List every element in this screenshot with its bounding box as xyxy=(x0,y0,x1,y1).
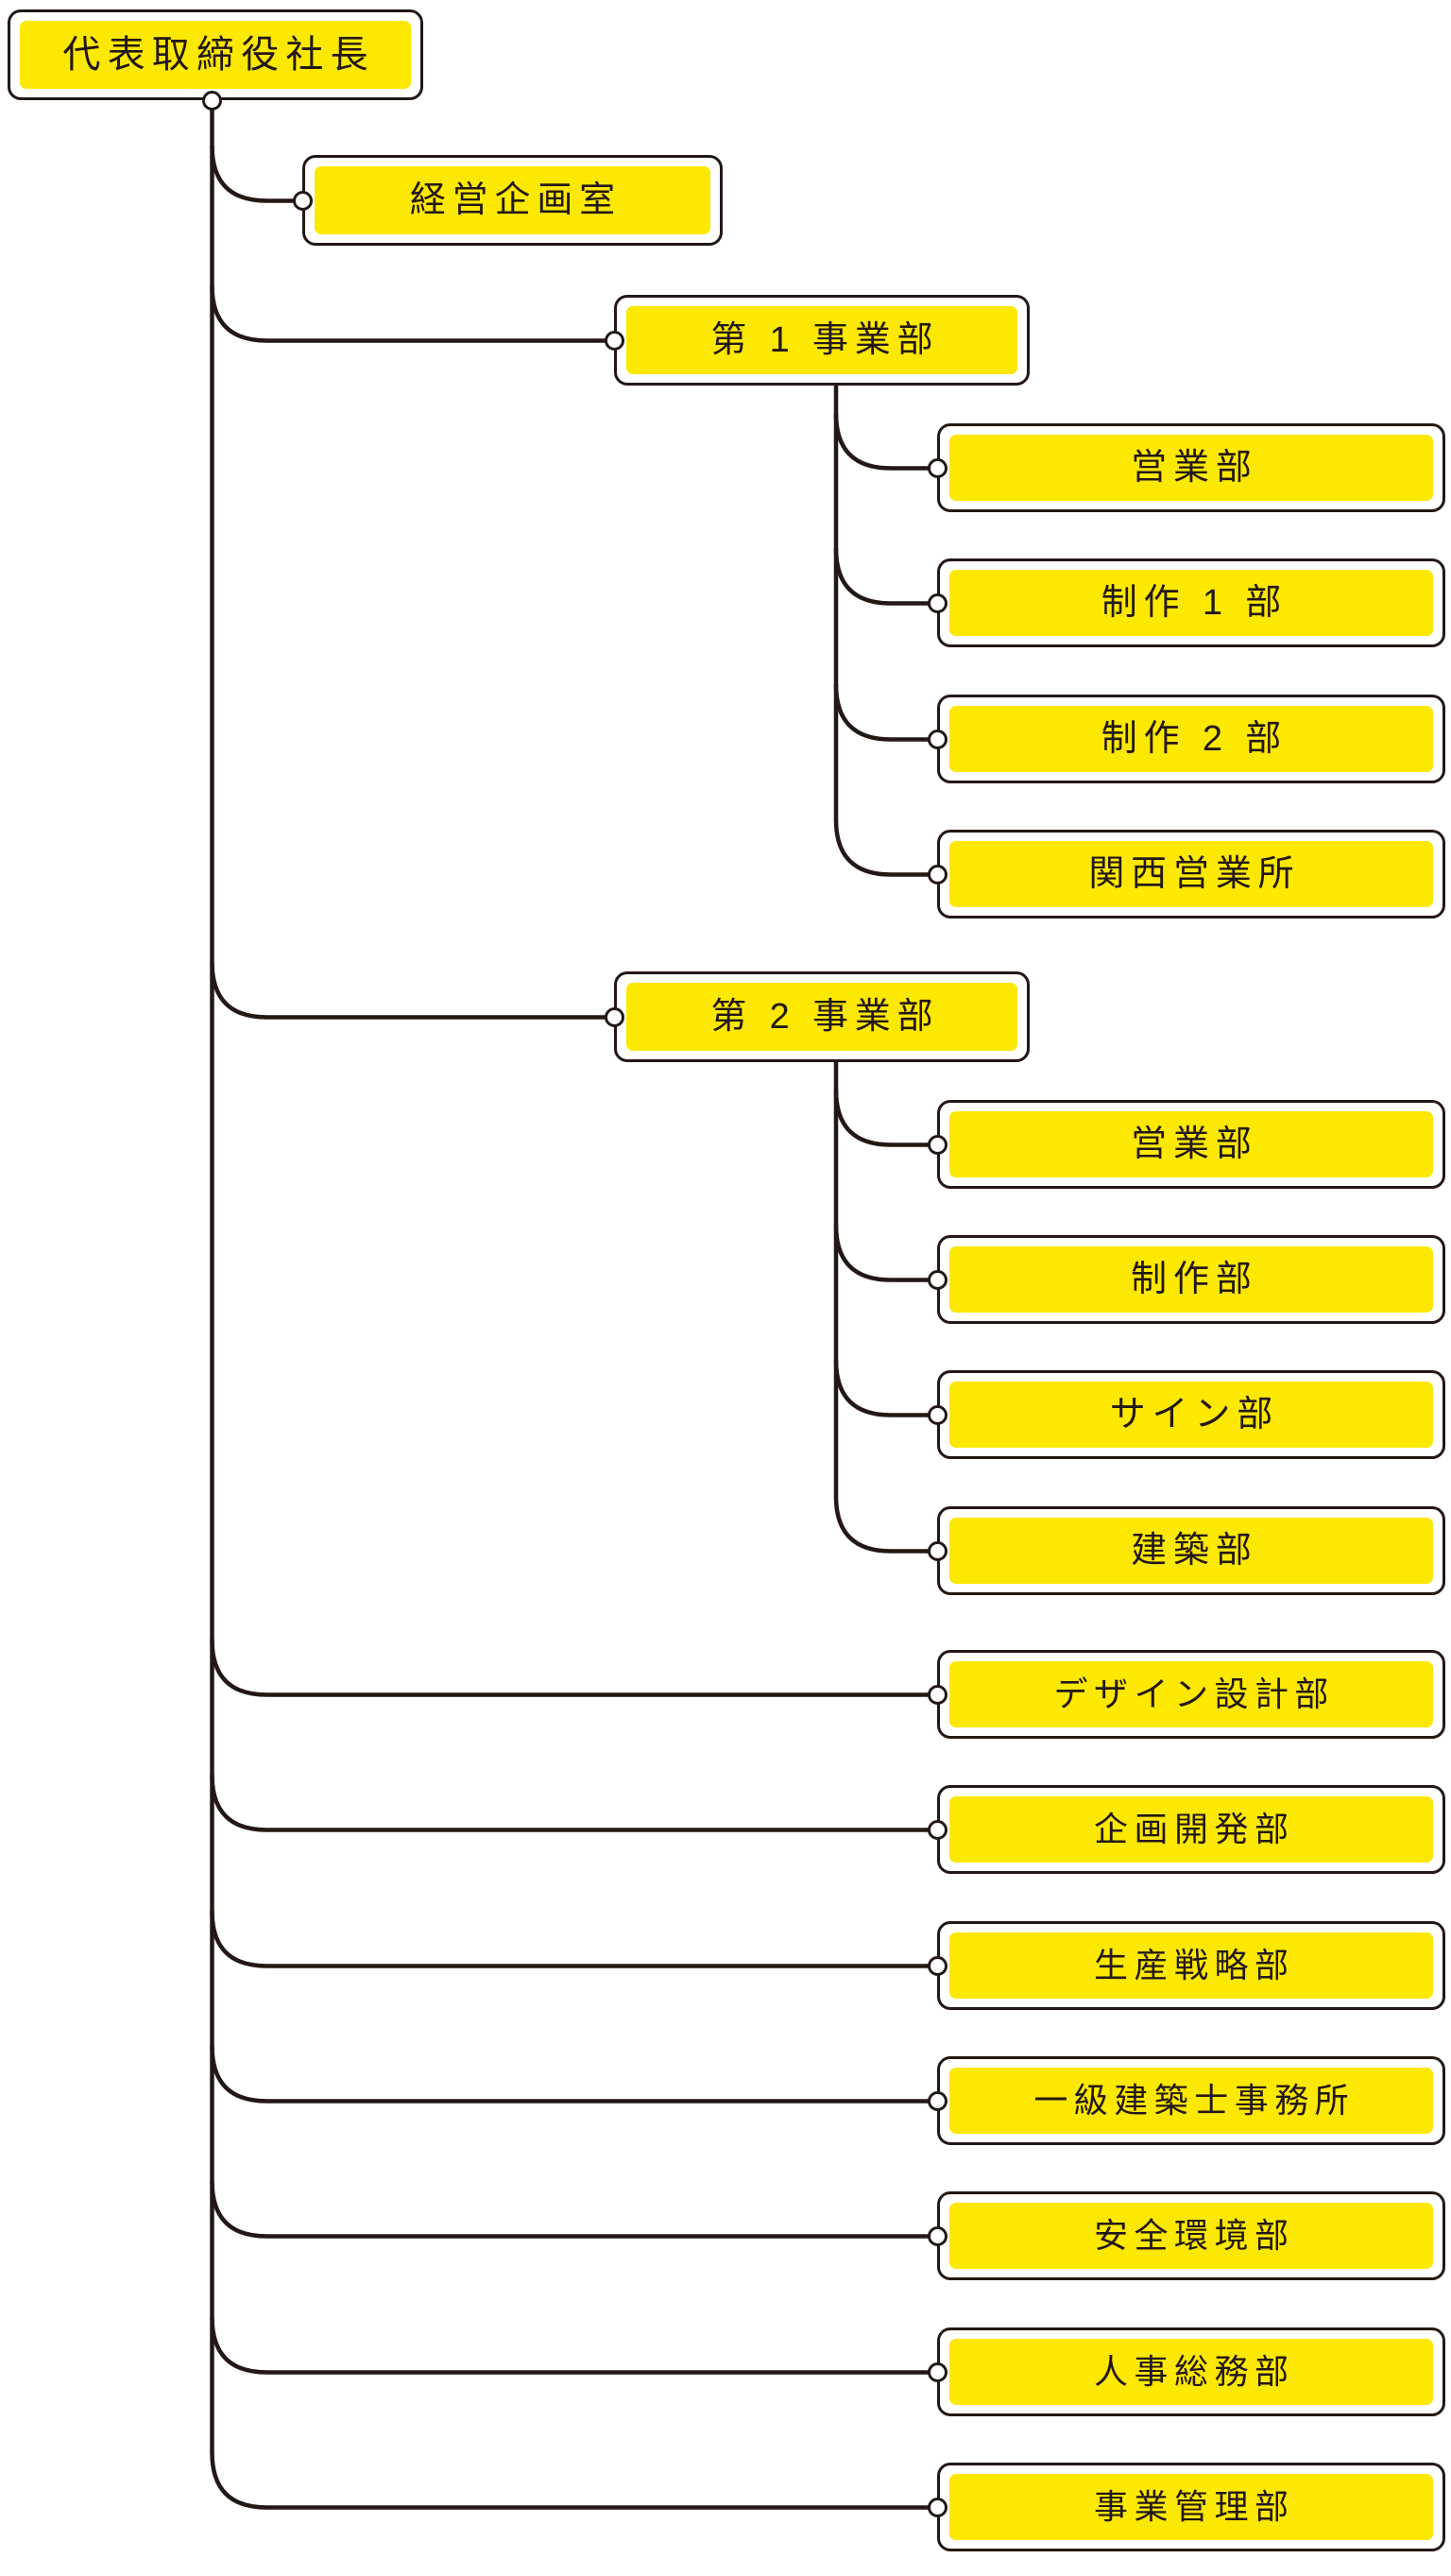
wire-division-2-child-3 xyxy=(833,1494,940,1554)
joint-div2-production xyxy=(928,1270,947,1290)
joint-div1-sales xyxy=(928,458,947,478)
node-business-management-label: 事業管理部 xyxy=(1094,2487,1295,2526)
wire-division-2-child-1 xyxy=(833,1223,940,1282)
wire-division-1-child-3 xyxy=(833,817,940,877)
node-production-strategy-fill: 生産戦略部 xyxy=(949,1932,1433,1999)
node-ceo[interactable]: 代表取締役社長 xyxy=(8,9,423,100)
node-division-1-fill: 第 1 事業部 xyxy=(626,306,1017,374)
node-keiei-kikakushitsu[interactable]: 経営企画室 xyxy=(302,155,723,246)
wire-division-2-child-2 xyxy=(833,1358,940,1417)
node-div2-sales[interactable]: 営業部 xyxy=(937,1100,1445,1189)
node-div2-architecture-label: 建築部 xyxy=(1131,1531,1258,1571)
wire-ceo-division-2 xyxy=(210,960,617,1020)
node-div1-sales-fill: 営業部 xyxy=(949,435,1433,501)
node-ceo-fill: 代表取締役社長 xyxy=(20,21,411,89)
wire-ceo-product-planning xyxy=(210,1773,940,1832)
node-hr-general-affairs[interactable]: 人事総務部 xyxy=(937,2327,1445,2416)
node-div2-architecture[interactable]: 建築部 xyxy=(937,1506,1445,1595)
node-design-planning-fill: デザイン設計部 xyxy=(949,1661,1433,1727)
joint-div2-sign xyxy=(928,1405,947,1425)
joint-div2-sales xyxy=(928,1135,947,1155)
node-business-management-fill: 事業管理部 xyxy=(949,2474,1433,2540)
node-keiei-fill: 経営企画室 xyxy=(315,166,710,234)
joint-ceo xyxy=(202,91,222,111)
node-div1-production-2-fill: 制作 2 部 xyxy=(949,706,1433,772)
node-product-planning-label: 企画開発部 xyxy=(1094,1810,1295,1848)
joint-div1-kansai xyxy=(928,865,947,884)
joint-first-class-architect-office xyxy=(928,2091,947,2111)
node-first-class-architect-office-label: 一級建築士事務所 xyxy=(1033,2081,1356,2120)
wire-ceo-hr-general-affairs xyxy=(210,2315,940,2375)
node-division-2[interactable]: 第 2 事業部 xyxy=(614,971,1030,1062)
wire-division-1-child-0 xyxy=(833,411,940,471)
node-hr-general-affairs-fill: 人事総務部 xyxy=(949,2339,1433,2405)
node-first-class-architect-office-fill: 一級建築士事務所 xyxy=(949,2068,1433,2134)
wire-ceo-first-class-architect-office xyxy=(210,2044,940,2104)
joint-keiei xyxy=(293,191,313,211)
joint-design-planning xyxy=(928,1685,947,1705)
node-division-2-label: 第 2 事業部 xyxy=(710,997,940,1037)
joint-div2-architecture xyxy=(928,1541,947,1561)
joint-production-strategy xyxy=(928,1956,947,1976)
node-div1-kansai-office-fill: 関西営業所 xyxy=(949,841,1433,907)
wire-division-2-child-0 xyxy=(833,1088,940,1147)
node-div1-production-1[interactable]: 制作 1 部 xyxy=(937,558,1445,647)
joint-product-planning xyxy=(928,1820,947,1840)
wire-division-1-child-2 xyxy=(833,682,940,742)
node-div1-production-2[interactable]: 制作 2 部 xyxy=(937,695,1445,783)
node-div1-kansai-office-label: 関西営業所 xyxy=(1088,854,1301,894)
node-safety-environment[interactable]: 安全環境部 xyxy=(937,2191,1445,2280)
joint-safety-environment xyxy=(928,2226,947,2246)
wire-division-1-child-1 xyxy=(833,546,940,606)
node-div1-production-1-label: 制作 1 部 xyxy=(1101,583,1289,623)
joint-division-1 xyxy=(605,331,624,351)
node-keiei-label: 経営企画室 xyxy=(409,180,623,220)
node-production-strategy[interactable]: 生産戦略部 xyxy=(937,1921,1445,2010)
node-div2-production-label: 制作部 xyxy=(1131,1260,1258,1299)
node-div1-sales[interactable]: 営業部 xyxy=(937,423,1445,512)
node-design-planning-label: デザイン設計部 xyxy=(1053,1674,1335,1713)
node-safety-environment-fill: 安全環境部 xyxy=(949,2203,1433,2269)
wire-ceo-division-1 xyxy=(210,283,617,343)
node-ceo-label: 代表取締役社長 xyxy=(62,34,375,76)
node-first-class-architect-office[interactable]: 一級建築士事務所 xyxy=(937,2056,1445,2145)
node-div2-sign-label: サイン部 xyxy=(1109,1395,1280,1434)
wire-ceo-safety-environment xyxy=(210,2179,940,2239)
joint-business-management xyxy=(928,2498,947,2517)
node-div2-sign[interactable]: サイン部 xyxy=(937,1370,1445,1459)
node-div2-sales-fill: 営業部 xyxy=(949,1111,1433,1177)
joint-div1-production-2 xyxy=(928,730,947,749)
node-product-planning[interactable]: 企画開発部 xyxy=(937,1785,1445,1874)
joint-div1-production-1 xyxy=(928,593,947,613)
node-div1-kansai-office[interactable]: 関西営業所 xyxy=(937,830,1445,919)
node-division-2-fill: 第 2 事業部 xyxy=(626,983,1017,1051)
node-div2-sales-label: 営業部 xyxy=(1131,1125,1258,1164)
node-div1-production-2-label: 制作 2 部 xyxy=(1101,719,1289,759)
node-div2-architecture-fill: 建築部 xyxy=(949,1518,1433,1584)
node-hr-general-affairs-label: 人事総務部 xyxy=(1094,2352,1295,2391)
wire-ceo-keiei xyxy=(210,144,305,203)
node-division-1[interactable]: 第 1 事業部 xyxy=(614,295,1030,386)
wire-ceo-business-management xyxy=(210,2450,940,2510)
node-div2-production[interactable]: 制作部 xyxy=(937,1235,1445,1324)
node-product-planning-fill: 企画開発部 xyxy=(949,1796,1433,1863)
joint-division-2 xyxy=(605,1007,624,1027)
wire-ceo-design-planning xyxy=(210,1638,940,1697)
node-division-1-label: 第 1 事業部 xyxy=(710,320,940,360)
node-production-strategy-label: 生産戦略部 xyxy=(1094,1946,1295,1984)
node-div1-sales-label: 営業部 xyxy=(1131,448,1258,488)
node-design-planning[interactable]: デザイン設計部 xyxy=(937,1650,1445,1739)
node-safety-environment-label: 安全環境部 xyxy=(1094,2216,1295,2255)
node-business-management[interactable]: 事業管理部 xyxy=(937,2463,1445,2551)
joint-hr-general-affairs xyxy=(928,2362,947,2382)
node-div2-sign-fill: サイン部 xyxy=(949,1382,1433,1448)
node-div1-production-1-fill: 制作 1 部 xyxy=(949,570,1433,636)
wire-ceo-production-strategy xyxy=(210,1909,940,1968)
node-div2-production-fill: 制作部 xyxy=(949,1246,1433,1313)
